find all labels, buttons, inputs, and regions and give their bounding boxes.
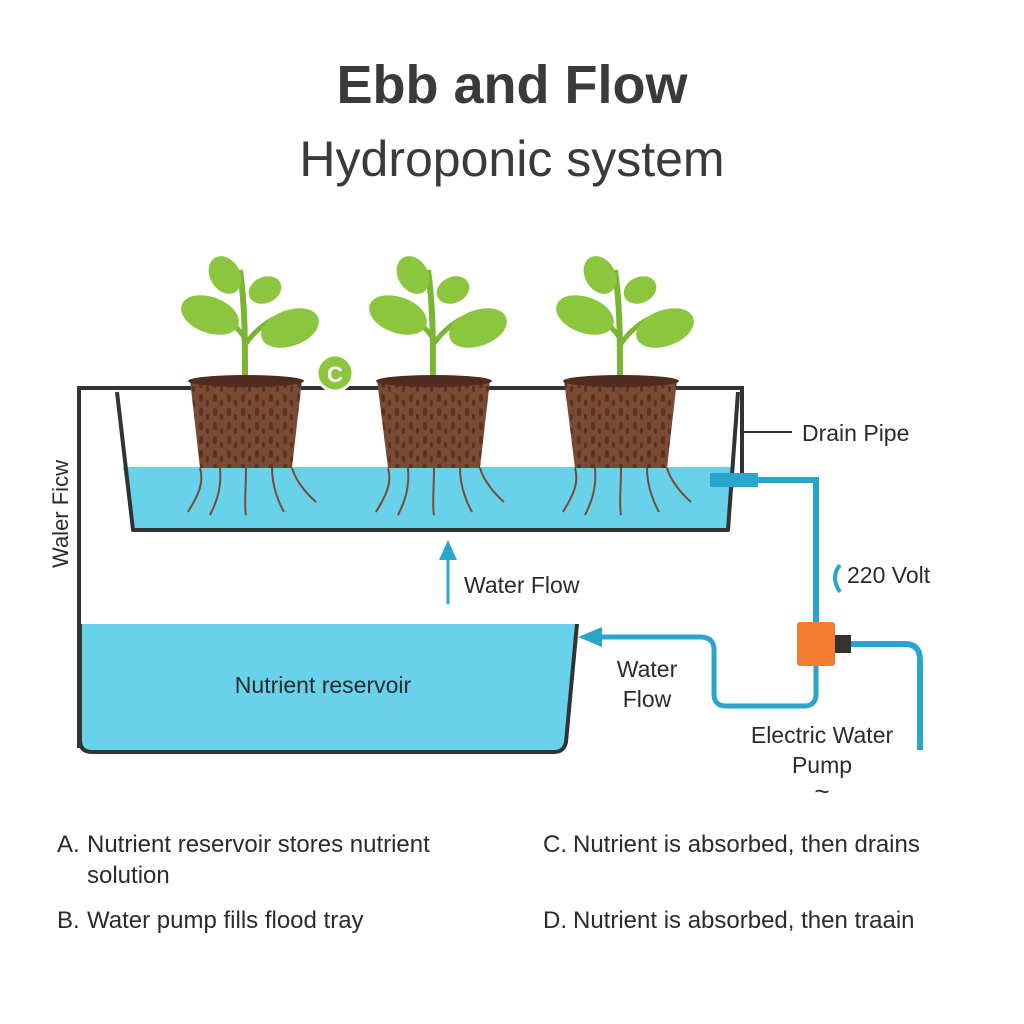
- side-label: Waler Ficw: [48, 460, 73, 568]
- caption-b-text: Water pump fills flood tray: [87, 907, 364, 934]
- marker-c: [315, 353, 355, 393]
- diagram-subtitle: Hydroponic system: [299, 131, 725, 187]
- tray-water: [123, 467, 732, 530]
- caption-b: B. Water pump fills flood tray: [57, 905, 477, 936]
- caption-a-letter: A.: [57, 831, 80, 858]
- water-flow-return-label-1: Water: [617, 656, 678, 682]
- water-flow-up-arrowhead: [439, 540, 457, 560]
- caption-c-text: Nutrient is absorbed, then drains: [573, 831, 920, 858]
- caption-b-letter: B.: [57, 907, 80, 934]
- caption-d-letter: D.: [543, 907, 567, 934]
- pump-label-2: Pump: [792, 752, 852, 778]
- pipe-fitting: [710, 473, 758, 487]
- pump-symbol: ~: [814, 776, 829, 806]
- caption-d: D.Nutrient is absorbed, then traain: [543, 905, 1003, 936]
- return-arrowhead: [578, 627, 602, 647]
- plant-3: [556, 256, 694, 516]
- pump-connector: [835, 635, 851, 653]
- diagram-title: Ebb and Flow: [336, 55, 688, 115]
- pump-label-1: Electric Water: [751, 722, 894, 748]
- electric-water-pump: [797, 622, 835, 666]
- caption-a: A. Nutrient reservoir stores nutrient sol…: [57, 829, 477, 891]
- reservoir-water: [80, 624, 576, 752]
- marker-c-label: C: [327, 362, 343, 387]
- plant-1: [181, 256, 319, 516]
- water-flow-return-label-2: Flow: [623, 686, 672, 712]
- return-pipe: [600, 634, 819, 709]
- caption-a-text: Nutrient reservoir stores nutrient solut…: [87, 831, 430, 889]
- power-cable: [851, 641, 923, 750]
- caption-c: C.Nutrient is absorbed, then drains: [543, 829, 1003, 860]
- voltage-symbol: [833, 563, 842, 594]
- water-flow-up-label: Water Flow: [464, 572, 580, 598]
- voltage-label: 220 Volt: [847, 562, 931, 588]
- caption-c-letter: C.: [543, 831, 567, 858]
- caption-d-text: Nutrient is absorbed, then traain: [573, 907, 915, 934]
- plant-2: [369, 256, 507, 516]
- flood-tray: [115, 391, 740, 532]
- nutrient-reservoir: [78, 623, 579, 754]
- reservoir-label: Nutrient reservoir: [235, 672, 412, 698]
- drain-pipe-label: Drain Pipe: [802, 420, 909, 446]
